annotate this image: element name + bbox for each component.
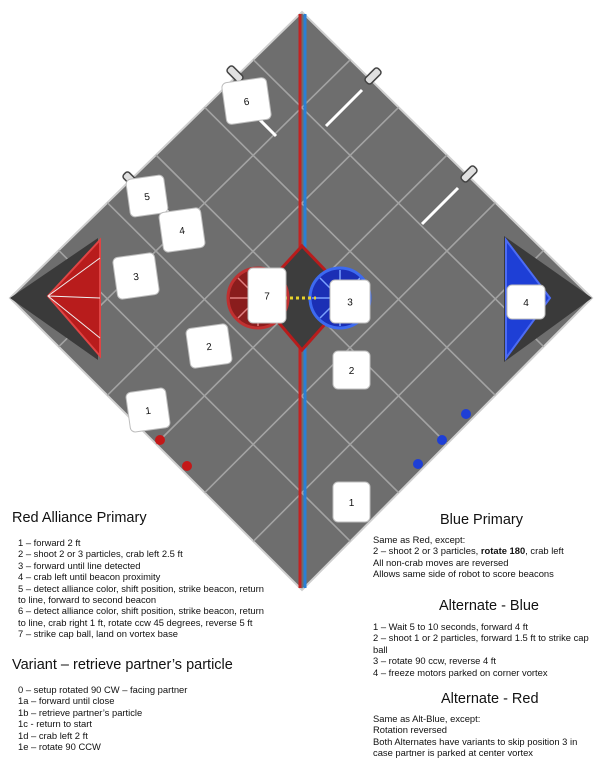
alt-blue-title: Alternate - Blue <box>439 598 539 614</box>
variant-step-2: 1b – retrieve partner’s particle <box>18 706 143 718</box>
blue-primary-line3: All non-crab moves are reversed <box>373 556 509 568</box>
alt-red-title: Alternate - Red <box>441 691 539 707</box>
position-marker-label: 2 <box>349 366 355 377</box>
variant-step-4: 1d – crab left 2 ft <box>18 729 88 741</box>
position-marker-m6: 6 <box>221 77 272 125</box>
alt-red-line-1: Rotation reversed <box>373 724 447 736</box>
tile-grid <box>58 59 545 542</box>
position-marker-label: 2 <box>206 342 213 354</box>
grid-line <box>58 249 351 542</box>
position-marker-m3a: 3 <box>112 252 160 300</box>
alt-blue-step-1: 2 – shoot 1 or 2 particles, forward 1.5 … <box>373 632 589 655</box>
red-step-4: 5 – detect alliance color, shift positio… <box>18 582 264 606</box>
position-marker-label: 5 <box>144 192 151 204</box>
position-marker-m2b: 2 <box>332 350 371 390</box>
variant-step-3: 1c - return to start <box>18 718 92 730</box>
blue-primary-intro: Same as Red, except: <box>373 534 466 545</box>
blue-primary-text: Same as Red, except: 2 – shoot 2 or 3 pa… <box>373 534 595 580</box>
red-step-3: 4 – crab left until beacon proximity <box>18 571 161 583</box>
red-step-5: 6 – detect alliance color, shift positio… <box>18 605 264 628</box>
blue-primary-line4: Allows same side of robot to score beaco… <box>373 568 554 580</box>
position-marker-label: 6 <box>243 97 250 109</box>
position-marker-m4b: 4 <box>506 284 546 320</box>
position-marker-m2a: 2 <box>185 323 233 369</box>
position-marker-m1b: 1 <box>332 481 371 523</box>
alt-blue-step-3: 4 – freeze motors parked on corner vorte… <box>373 666 548 678</box>
red-corner-vortex <box>10 237 101 360</box>
position-marker-m3b: 3 <box>329 279 371 324</box>
variant-title: Variant – retrieve partner’s particle <box>12 657 233 673</box>
position-marker-label: 3 <box>347 298 353 309</box>
field-diagram: 6 5 4 3 7 3 4 2 2 1 1 <box>8 10 594 592</box>
alt-red-line-0: Same as Alt-Blue, except: <box>373 713 481 724</box>
position-marker-label: 1 <box>145 406 152 418</box>
alt-red-lines: Same as Alt-Blue, except:Rotation revers… <box>373 713 593 759</box>
blue-primary-step2: 2 – shoot 2 or 3 particles, rotate 180, … <box>373 545 564 557</box>
position-marker-m4a: 4 <box>158 207 206 253</box>
alt-red-line-2: Both Alternates have variants to skip po… <box>373 735 578 759</box>
position-marker-label: 7 <box>264 292 270 303</box>
position-marker-m1a: 1 <box>125 387 171 433</box>
blue-primary-title: Blue Primary <box>440 512 523 528</box>
variant-step-1: 1a – forward until close <box>18 695 115 707</box>
position-marker-label: 3 <box>133 272 140 284</box>
position-marker-label: 1 <box>349 498 355 509</box>
red-step-0: 1 – forward 2 ft <box>18 537 81 548</box>
position-marker-m7: 7 <box>247 267 287 324</box>
position-marker-label: 4 <box>179 226 186 238</box>
particles <box>155 409 471 471</box>
position-marker-m5: 5 <box>125 174 169 218</box>
alt-blue-step-0: 1 – Wait 5 to 10 seconds, forward 4 ft <box>373 621 528 632</box>
red-step-6: 7 – strike cap ball, land on vortex base <box>18 628 178 640</box>
variant-steps: 0 – setup rotated 90 CW – facing partner… <box>18 684 270 752</box>
variant-step-5: 1e – rotate 90 CCW <box>18 741 101 753</box>
red-step-2: 3 – forward until line detected <box>18 559 141 571</box>
position-marker-label: 4 <box>523 298 529 309</box>
variant-step-0: 0 – setup rotated 90 CW – facing partner <box>18 684 188 695</box>
alt-blue-step-2: 3 – rotate 90 ccw, reverse 4 ft <box>373 655 496 667</box>
red-step-1: 2 – shoot 2 or 3 particles, crab left 2.… <box>18 548 183 560</box>
red-primary-title: Red Alliance Primary <box>12 510 147 526</box>
